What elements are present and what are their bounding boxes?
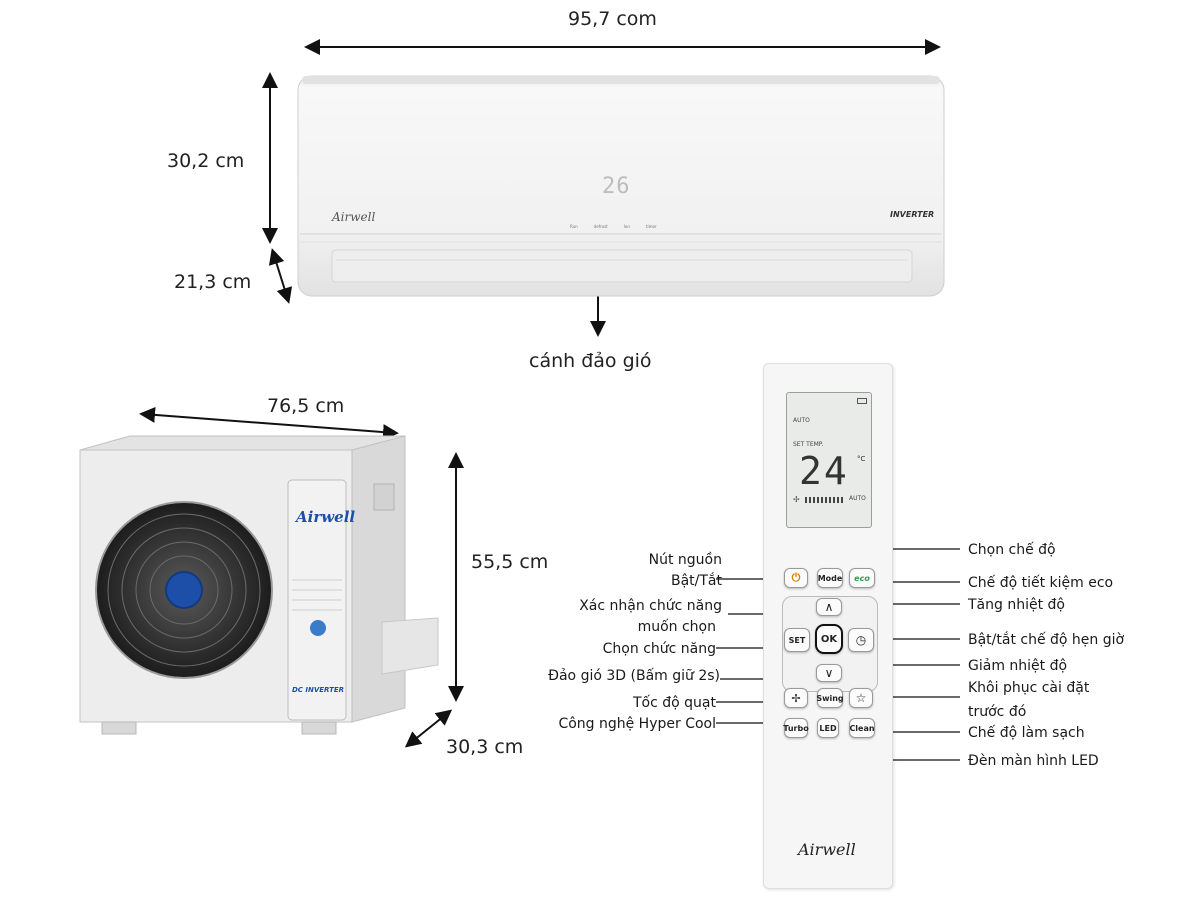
remote-lcd: AUTO SET TEMP. 24 °C ✢ AUTO <box>786 392 872 528</box>
set-button[interactable]: SET <box>784 628 810 652</box>
lcd-temperature: 24 <box>799 449 849 493</box>
label-swing-3d: Đảo gió 3D (Bấm giữ 2s) <box>548 668 720 684</box>
turbo-button[interactable]: Turbo <box>783 718 809 738</box>
label-temp-down: Giảm nhiệt độ <box>968 658 1068 674</box>
indoor-depth-label: 21,3 cm <box>174 271 252 293</box>
indoor-height-label: 30,2 cm <box>167 150 245 172</box>
temp-down-button[interactable]: ∨ <box>816 664 842 682</box>
indoor-unit-body <box>297 75 945 297</box>
label-hyper-cool: Công nghệ Hyper Cool <box>558 716 716 732</box>
outdoor-depth-label: 30,3 cm <box>446 736 524 758</box>
outdoor-dc-inverter-badge: DC INVERTER <box>292 686 345 694</box>
outdoor-unit-body <box>79 435 439 735</box>
label-power-2: Bật/Tắt <box>670 573 722 589</box>
label-confirm-2: muốn chọn <box>637 619 716 635</box>
lcd-fan-auto: AUTO <box>849 495 866 502</box>
fan-speed-button[interactable]: ✢ <box>784 688 808 708</box>
label-fan-speed: Tốc độ quạt <box>633 695 716 711</box>
label-restore-1: Khôi phục cài đặt <box>968 680 1090 696</box>
temp-up-button[interactable]: ∧ <box>816 598 842 616</box>
label-temp-up: Tăng nhiệt độ <box>968 597 1065 613</box>
lcd-fan-icon: ✢ <box>793 495 800 504</box>
lcd-set-temp-label: SET TEMP. <box>793 441 824 448</box>
outdoor-width-label: 76,5 cm <box>267 395 345 417</box>
indoor-depth-arrow <box>268 248 293 304</box>
timer-button[interactable]: ◷ <box>848 628 874 652</box>
indoor-unit: 26 Airwell INVERTER Run defrost Ion time… <box>296 74 946 298</box>
battery-icon <box>857 398 867 404</box>
label-confirm-1: Xác nhận chức năng <box>579 598 722 614</box>
clean-button[interactable]: Clean <box>849 718 875 738</box>
indicator-defrost: defrost <box>593 224 608 229</box>
eco-button[interactable]: eco <box>849 568 875 588</box>
indoor-indicator-row: Run defrost Ion timer <box>570 224 657 229</box>
indoor-display-temp: 26 <box>602 174 631 199</box>
indoor-inverter-badge: INVERTER <box>890 210 935 219</box>
remote-brand-logo: Airwell <box>798 840 856 859</box>
label-led-screen: Đèn màn hình LED <box>968 753 1099 769</box>
label-clean-mode: Chế độ làm sạch <box>968 725 1085 741</box>
label-restore-2: trước đó <box>968 704 1027 720</box>
mode-button[interactable]: Mode <box>817 568 843 588</box>
indoor-brand-logo: Airwell <box>332 210 376 224</box>
indicator-ion: Ion <box>623 224 630 229</box>
restore-button[interactable]: ☆ <box>849 688 873 708</box>
outdoor-height-label: 55,5 cm <box>471 551 549 573</box>
indicator-run: Run <box>570 224 578 229</box>
lcd-unit: °C <box>857 455 866 463</box>
remote-control: AUTO SET TEMP. 24 °C ✢ AUTO ⏻ Mode eco ∧… <box>763 363 893 889</box>
indoor-width-label: 95,7 com <box>568 8 657 30</box>
label-mode-select: Chọn chế độ <box>968 542 1056 558</box>
led-button[interactable]: LED <box>817 718 839 738</box>
label-eco-mode: Chế độ tiết kiệm eco <box>968 575 1114 591</box>
label-power-1: Nút nguồn <box>648 552 722 568</box>
louver-label: cánh đảo gió <box>529 350 652 372</box>
label-select-function: Chọn chức năng <box>602 641 716 657</box>
swing-button[interactable]: Swing <box>816 688 844 708</box>
outdoor-width-arrow <box>139 406 399 441</box>
indicator-timer: timer <box>645 224 657 229</box>
ok-button[interactable]: OK <box>815 624 843 654</box>
lcd-auto-label: AUTO <box>793 417 810 424</box>
label-timer-toggle: Bật/tắt chế độ hẹn giờ <box>968 632 1125 648</box>
outdoor-brand-logo: Airwell <box>296 508 356 526</box>
outdoor-depth-arrow <box>404 709 453 748</box>
power-button[interactable]: ⏻ <box>784 568 808 588</box>
outdoor-unit: Airwell DC INVERTER <box>70 430 450 745</box>
lcd-fan-bars <box>805 497 845 503</box>
